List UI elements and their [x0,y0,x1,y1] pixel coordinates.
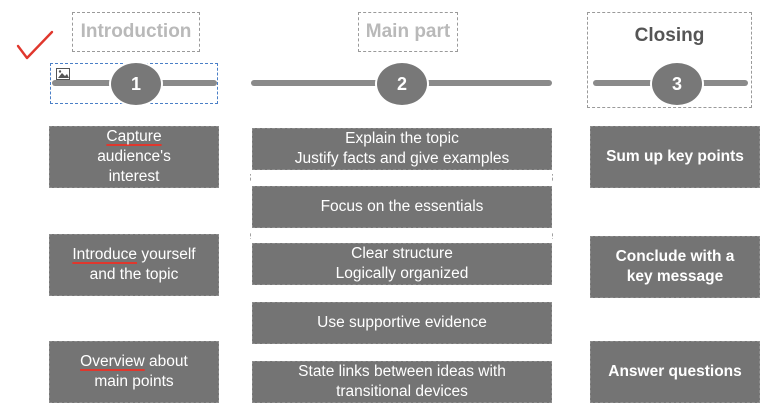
item-line: Explain the topic [345,130,459,147]
item-line: Justify facts and give examples [294,150,510,167]
underlined-word: Overview [80,353,145,370]
item-line: key message [626,268,724,285]
item-text: yourself [137,246,196,263]
closing-item-3: Answer questions [586,337,764,407]
item-line: interest [108,168,160,185]
column-header-introduction: Introduction [72,12,200,52]
step-number: 1 [130,73,141,94]
step-circle-2: 2 [377,63,427,105]
item-line: Conclude with a [615,248,735,265]
step-circle-3: 3 [652,63,702,105]
main-item-5: State links between ideas with transitio… [248,357,556,407]
header-text: Introduction [80,21,192,42]
item-line: Overview about [80,352,188,372]
item-line: audience's [97,148,171,165]
main-item-2: Focus on the essentials [248,182,556,232]
underlined-word: Capture [106,128,162,145]
item-line: transitional devices [336,383,468,400]
closing-item-2: Conclude with a key message [586,232,764,302]
item-line: Use supportive evidence [317,314,487,331]
item-line: Logically organized [335,265,469,282]
intro-item-3: Overview about main points [45,337,223,407]
item-line: Focus on the essentials [320,198,484,215]
step-number: 2 [396,73,407,94]
main-item-4: Use supportive evidence [248,298,556,348]
item-line: Answer questions [608,363,742,380]
item-line: main points [94,373,174,390]
column-header-main-part: Main part [358,12,458,52]
red-checkmark-icon [16,30,54,60]
header-text: Main part [365,21,451,42]
image-icon [56,68,70,80]
item-line: Clear structure [351,245,453,262]
closing-item-1: Sum up key points [586,122,764,192]
item-line: Capture [106,127,161,147]
item-line: Sum up key points [606,148,744,165]
main-item-3: Clear structure Logically organized [248,239,556,289]
step-number: 3 [671,73,682,94]
main-item-1: Explain the topic Justify facts and give… [248,124,556,174]
underlined-word: Introduce [72,246,138,263]
intro-item-2: Introduce yourself and the topic [45,230,223,300]
header-text: Closing [634,25,705,46]
intro-item-1: Capture audience's interest [45,122,223,192]
main-part-frame [250,127,553,287]
item-line: and the topic [89,266,179,283]
step-circle-1: 1 [111,63,161,105]
item-line: Introduce yourself [72,245,195,265]
item-text: about [144,353,188,370]
item-line: State links between ideas with [298,363,506,380]
